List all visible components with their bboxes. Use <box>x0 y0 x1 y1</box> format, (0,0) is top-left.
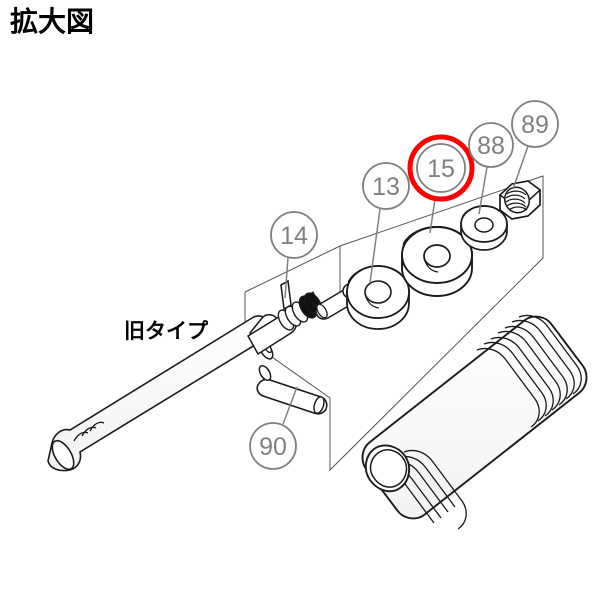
callout-bubbles-group: 14 13 15 88 89 90 <box>249 100 559 470</box>
hex-nut-89-part <box>498 180 542 220</box>
callout-13-label: 13 <box>372 173 400 201</box>
shaft-pin-hole <box>258 365 272 381</box>
threaded-pipe-part <box>361 314 588 530</box>
callout-14[interactable]: 14 <box>270 211 318 259</box>
leader-14 <box>284 257 289 299</box>
callout-14-label: 14 <box>280 222 308 250</box>
bushing-15-part <box>401 226 473 297</box>
callout-13[interactable]: 13 <box>362 162 410 210</box>
callout-88[interactable]: 88 <box>468 122 514 168</box>
washer-88-part <box>460 205 508 251</box>
callout-88-label: 88 <box>477 132 505 160</box>
pipe-thread-right <box>476 314 582 428</box>
callout-leader-lines <box>282 145 529 425</box>
callout-89[interactable]: 89 <box>511 100 559 148</box>
callout-89-label: 89 <box>521 111 549 139</box>
leader-15 <box>429 198 436 234</box>
bushing-13-part <box>346 265 410 330</box>
leader-90 <box>282 386 298 425</box>
callout-90[interactable]: 90 <box>249 422 297 470</box>
long-shaft-part <box>47 314 280 472</box>
callout-15[interactable]: 15 <box>407 134 475 202</box>
page-title: 拡大図 <box>10 5 95 38</box>
callout-15-label: 15 <box>427 155 455 183</box>
leader-89 <box>512 145 529 190</box>
leader-88 <box>478 166 488 215</box>
callout-90-label: 90 <box>259 433 287 461</box>
pin-90-part <box>256 378 328 415</box>
leader-13 <box>369 208 381 284</box>
old-type-label: 旧タイプ <box>124 319 208 343</box>
